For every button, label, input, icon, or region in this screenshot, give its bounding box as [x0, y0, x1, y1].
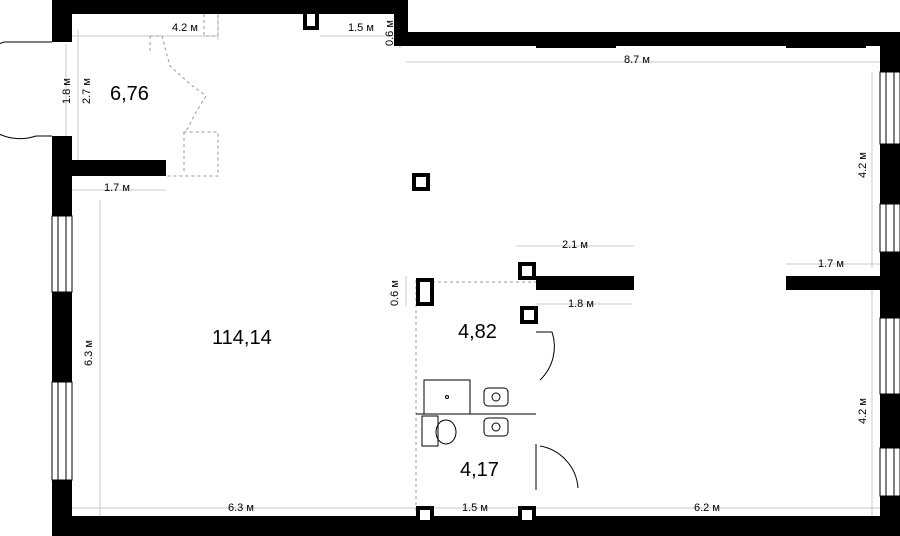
bathroom-doors	[535, 331, 579, 490]
room-areas: 6,76 114,14 4,82 4,17	[110, 83, 499, 481]
dim-partition-right: 1.7 м	[818, 258, 844, 270]
area-bathroom-a: 4,82	[458, 321, 497, 343]
column-center	[412, 173, 430, 191]
dim-left-side: 6.3 м	[83, 340, 95, 366]
dim-bottom-mid: 1.5 м	[462, 502, 488, 514]
dim-bath-top: 2.1 м	[562, 239, 588, 251]
area-main: 114,14	[212, 327, 272, 349]
dim-bath-wall: 1.8 м	[568, 298, 594, 310]
column-bath-top	[518, 262, 536, 280]
dashed-partitions	[149, 14, 536, 512]
dim-vestibule-bottom: 1.7 м	[104, 182, 130, 194]
sanitary-fixtures	[416, 379, 536, 447]
window-right-bottom	[879, 447, 900, 497]
column-bottom-right	[518, 506, 536, 524]
window-left-lower	[51, 381, 73, 481]
window-right-lower	[879, 317, 900, 395]
column-top	[303, 10, 319, 30]
columns	[303, 10, 538, 524]
window-left-upper	[51, 215, 73, 293]
dimension-labels: 4.2 м 1.5 м 0.6 м 8.7 м 1.8 м 2.7 м 1.7 …	[61, 20, 869, 514]
dim-right-lower: 4.2 м	[857, 398, 869, 424]
dim-top-long: 8.7 м	[624, 54, 650, 66]
window-right-middle	[879, 203, 900, 253]
dim-right-upper: 4.2 м	[857, 152, 869, 178]
windows	[51, 71, 900, 497]
column-bottom-left	[416, 506, 434, 524]
entrance-door	[0, 41, 52, 140]
dim-vestibule-top: 4.2 м	[172, 22, 198, 34]
dim-top-mid: 1.5 м	[348, 22, 374, 34]
column-bath-left	[416, 278, 434, 306]
window-right-upper	[879, 71, 900, 145]
dim-vestibule-height: 2.7 м	[81, 78, 93, 104]
area-bathroom-b: 4,17	[460, 459, 499, 481]
dim-entry-height: 1.8 м	[61, 78, 73, 104]
dim-bottom-right: 6.2 м	[694, 502, 720, 514]
dim-top-step: 0.6 м	[384, 20, 396, 46]
sink	[423, 379, 471, 415]
dim-bottom-left: 6.3 м	[228, 502, 254, 514]
toilet	[421, 415, 457, 447]
dimension-lines	[65, 14, 880, 516]
area-vestibule: 6,76	[110, 83, 149, 105]
walls	[52, 0, 900, 536]
dim-bath-offset: 0.6 м	[389, 280, 401, 306]
washbasins	[483, 387, 509, 437]
column-bath-mid	[520, 306, 538, 324]
